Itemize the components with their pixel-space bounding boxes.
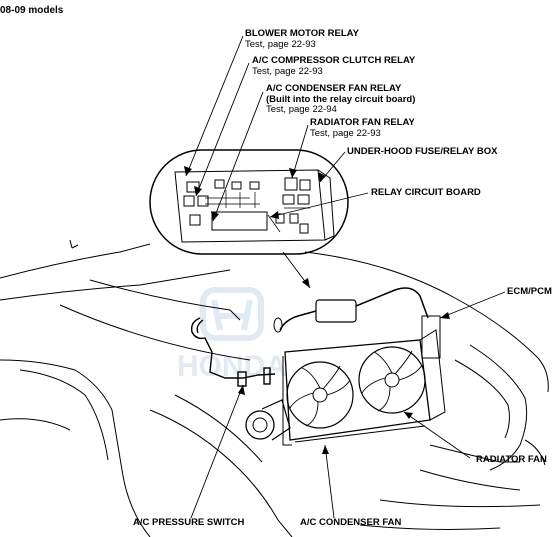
ac-compressor-clutch-relay-label: A/C COMPRESSOR CLUTCH RELAY [252,55,416,66]
ac-compressor-clutch-relay-callout: A/C COMPRESSOR CLUTCH RELAY Test, page 2… [252,55,416,77]
fuse-relay-box-inset [149,149,349,255]
ac-hose [190,317,276,387]
ecm-pcm-unit [273,287,441,359]
radiator-fan-label: RADIATOR FAN [476,454,547,465]
ac-condenser-fan-label: A/C CONDENSER FAN [300,517,402,528]
leader-arrowheads [184,166,450,454]
ecm-pcm-label: ECM/PCM [507,286,552,297]
radiator-fan-relay-ref: Test, page 22-93 [310,127,381,139]
blower-motor-relay-label: BLOWER MOTOR RELAY [245,28,360,39]
ac-condenser-fan-relay-note: (Built into the relay circuit board) [266,93,416,105]
relay-circuit-board-label: RELAY CIRCUIT BOARD [371,187,481,198]
blower-motor-relay-callout: BLOWER MOTOR RELAY Test, page 22-93 [245,28,360,50]
ac-condenser-fan-relay-callout: A/C CONDENSER FAN RELAY (Built into the … [266,83,416,116]
blower-motor-relay-ref: Test, page 22-93 [245,38,316,50]
vehicle-outline [0,239,549,537]
ac-condenser-fan-relay-ref: Test, page 22-94 [266,104,337,115]
radiator-fan [358,346,426,414]
ac-condenser-fan [286,361,354,429]
models-heading: 08-09 models [0,5,64,16]
ac-compressor-clutch-relay-ref: Test, page 22-93 [252,65,323,77]
radiator-assembly [282,329,446,446]
radiator-fan-relay-label: RADIATOR FAN RELAY [310,117,415,128]
fuse-box-label: UNDER-HOOD FUSE/RELAY BOX [347,146,498,157]
ac-condenser-fan-relay-label: A/C CONDENSER FAN RELAY [266,83,402,94]
leader-lines [185,35,506,519]
radiator-fan-relay-callout: RADIATOR FAN RELAY Test, page 22-93 [310,117,415,139]
ac-compressor [245,399,291,441]
ac-pressure-switch-label: A/C PRESSURE SWITCH [133,517,245,528]
